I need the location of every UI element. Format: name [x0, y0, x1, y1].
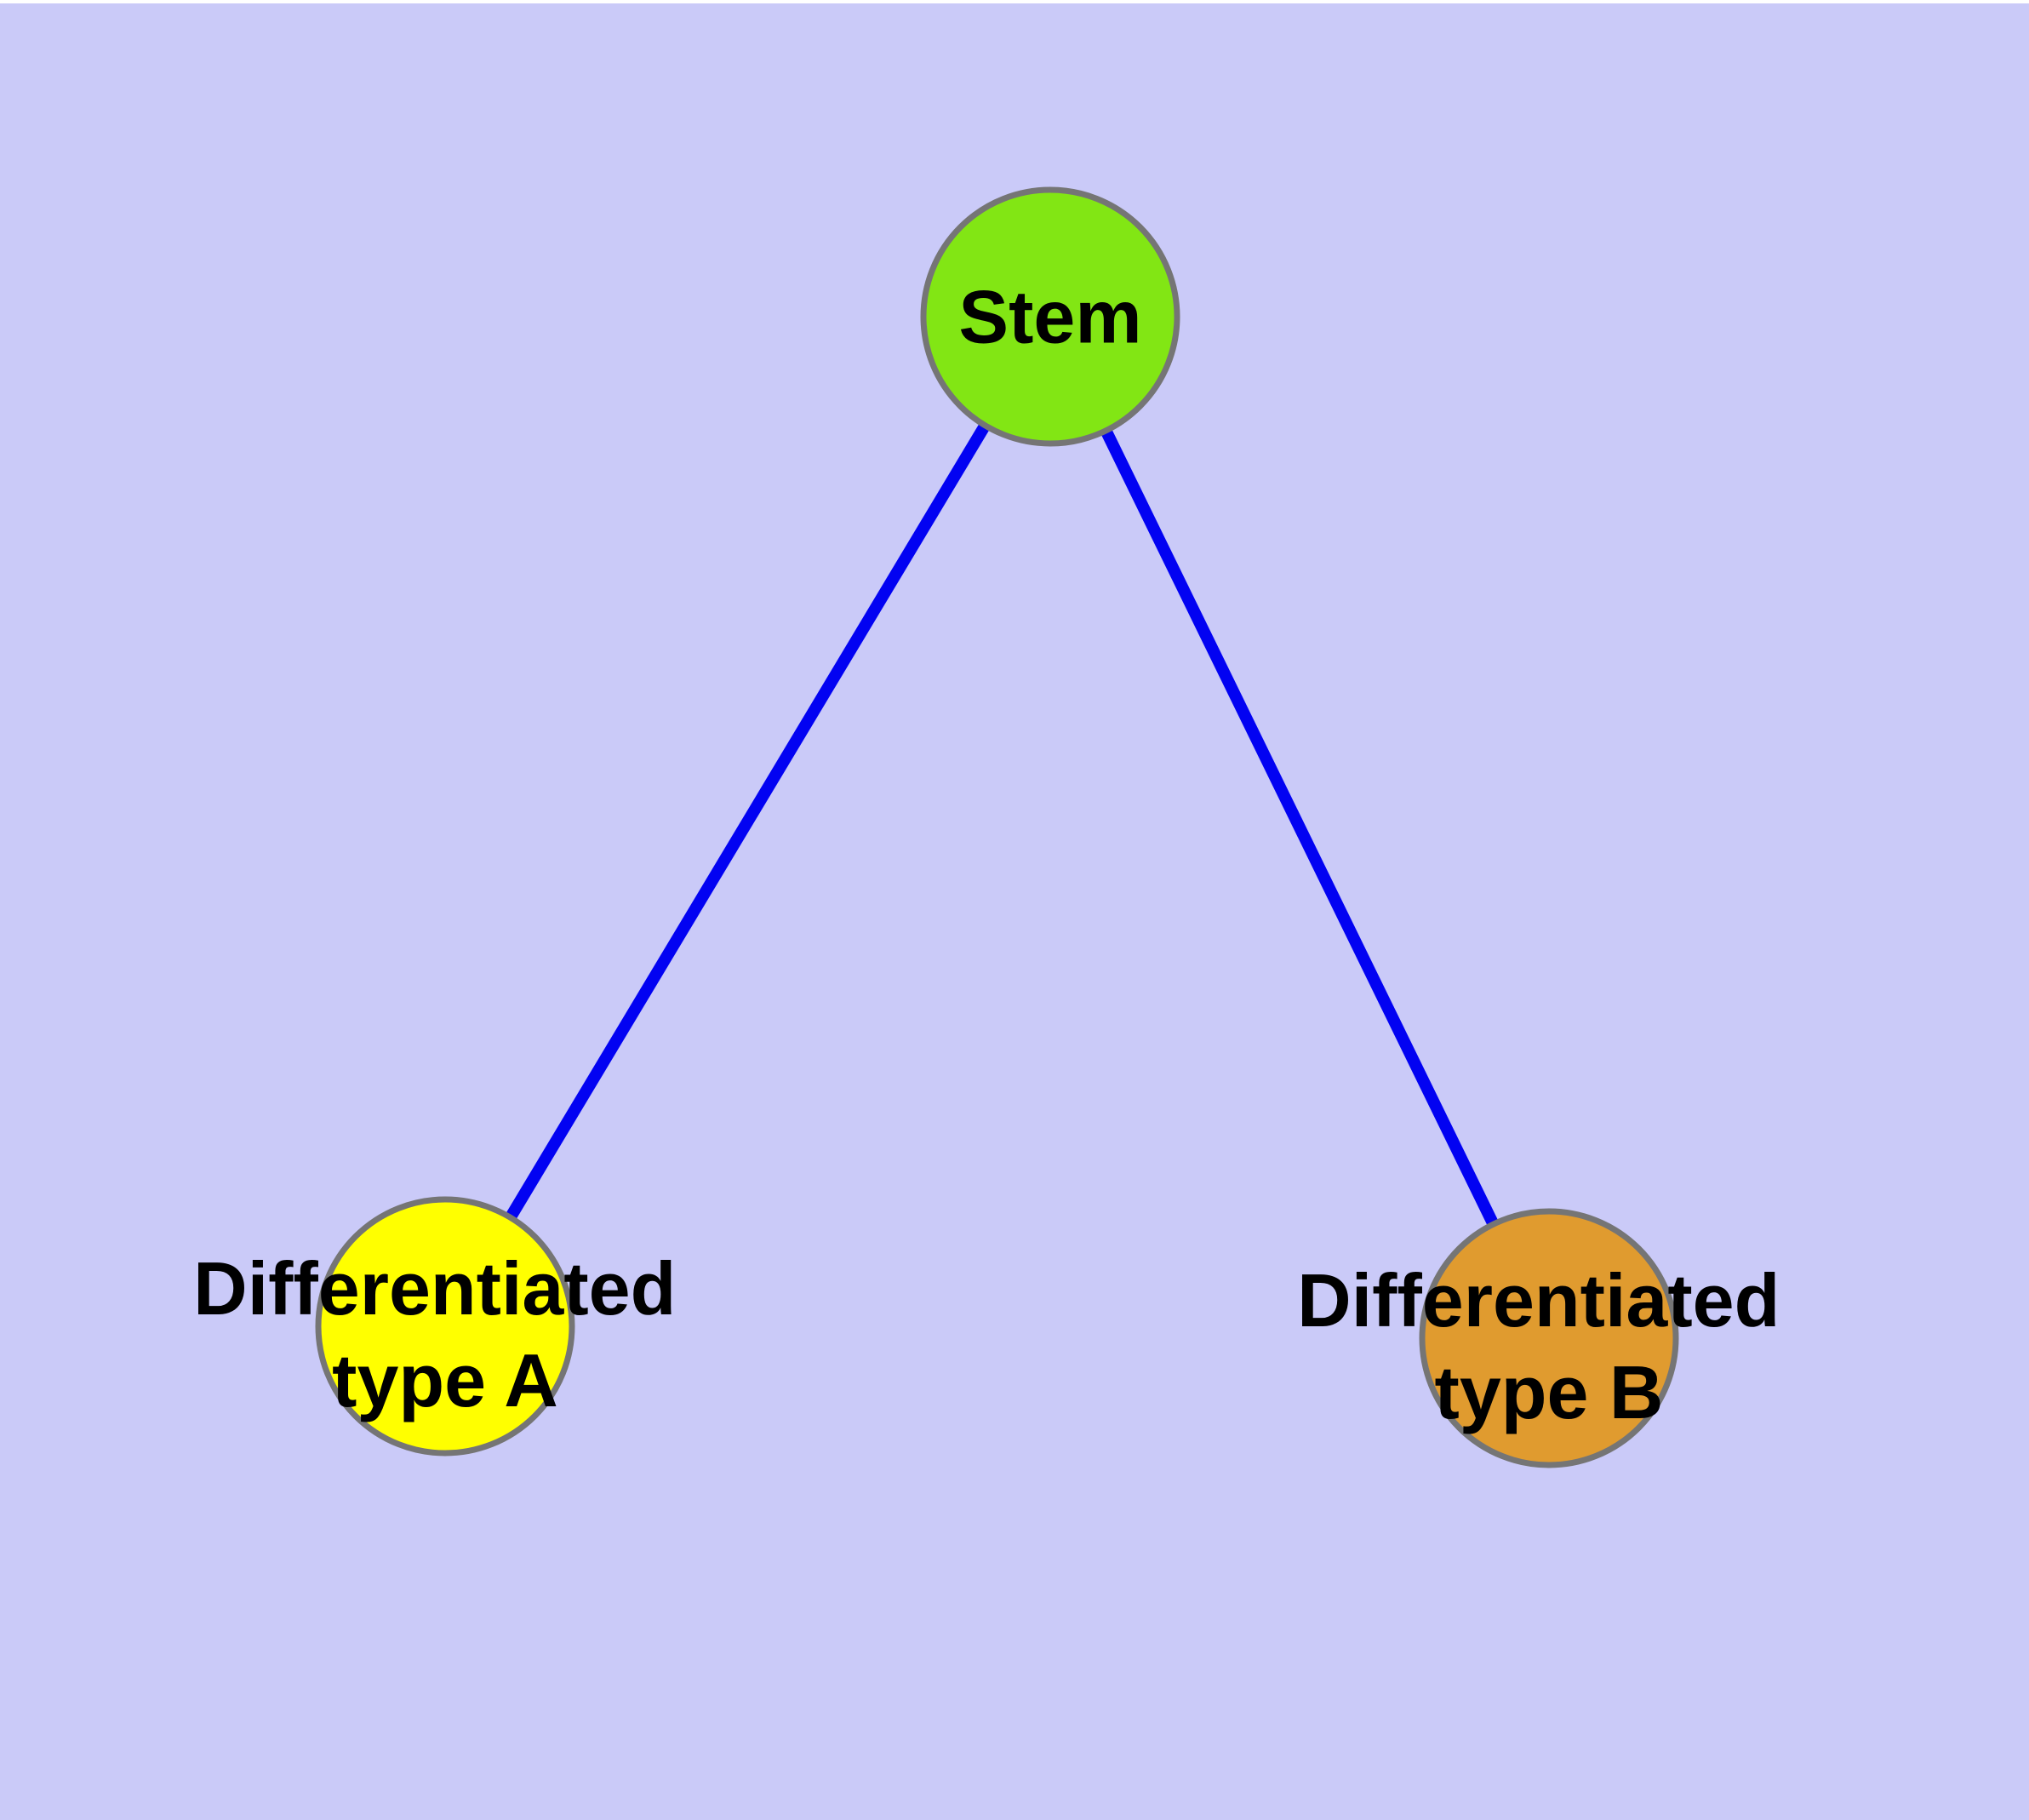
- node-type-b-label: Differentiated type B: [1297, 1258, 1801, 1434]
- node-stem-circle: [920, 186, 1180, 447]
- node-type-b-circle: [1419, 1208, 1679, 1468]
- node-stem-label: Stem: [958, 275, 1141, 359]
- edge-stem-to-type-b: [1044, 313, 1555, 1342]
- node-type-a-circle: [315, 1196, 575, 1457]
- edge-stem-to-type-a: [439, 313, 1056, 1330]
- node-type-a-label: Differentiated type A: [193, 1246, 697, 1422]
- node-type-a-label-line1: Differentiated: [193, 1246, 676, 1331]
- node-type-b-label-line2: type B: [1435, 1350, 1664, 1434]
- node-type-b-label-line1: Differentiated: [1297, 1258, 1780, 1342]
- node-type-a-label-line2: type A: [332, 1338, 558, 1422]
